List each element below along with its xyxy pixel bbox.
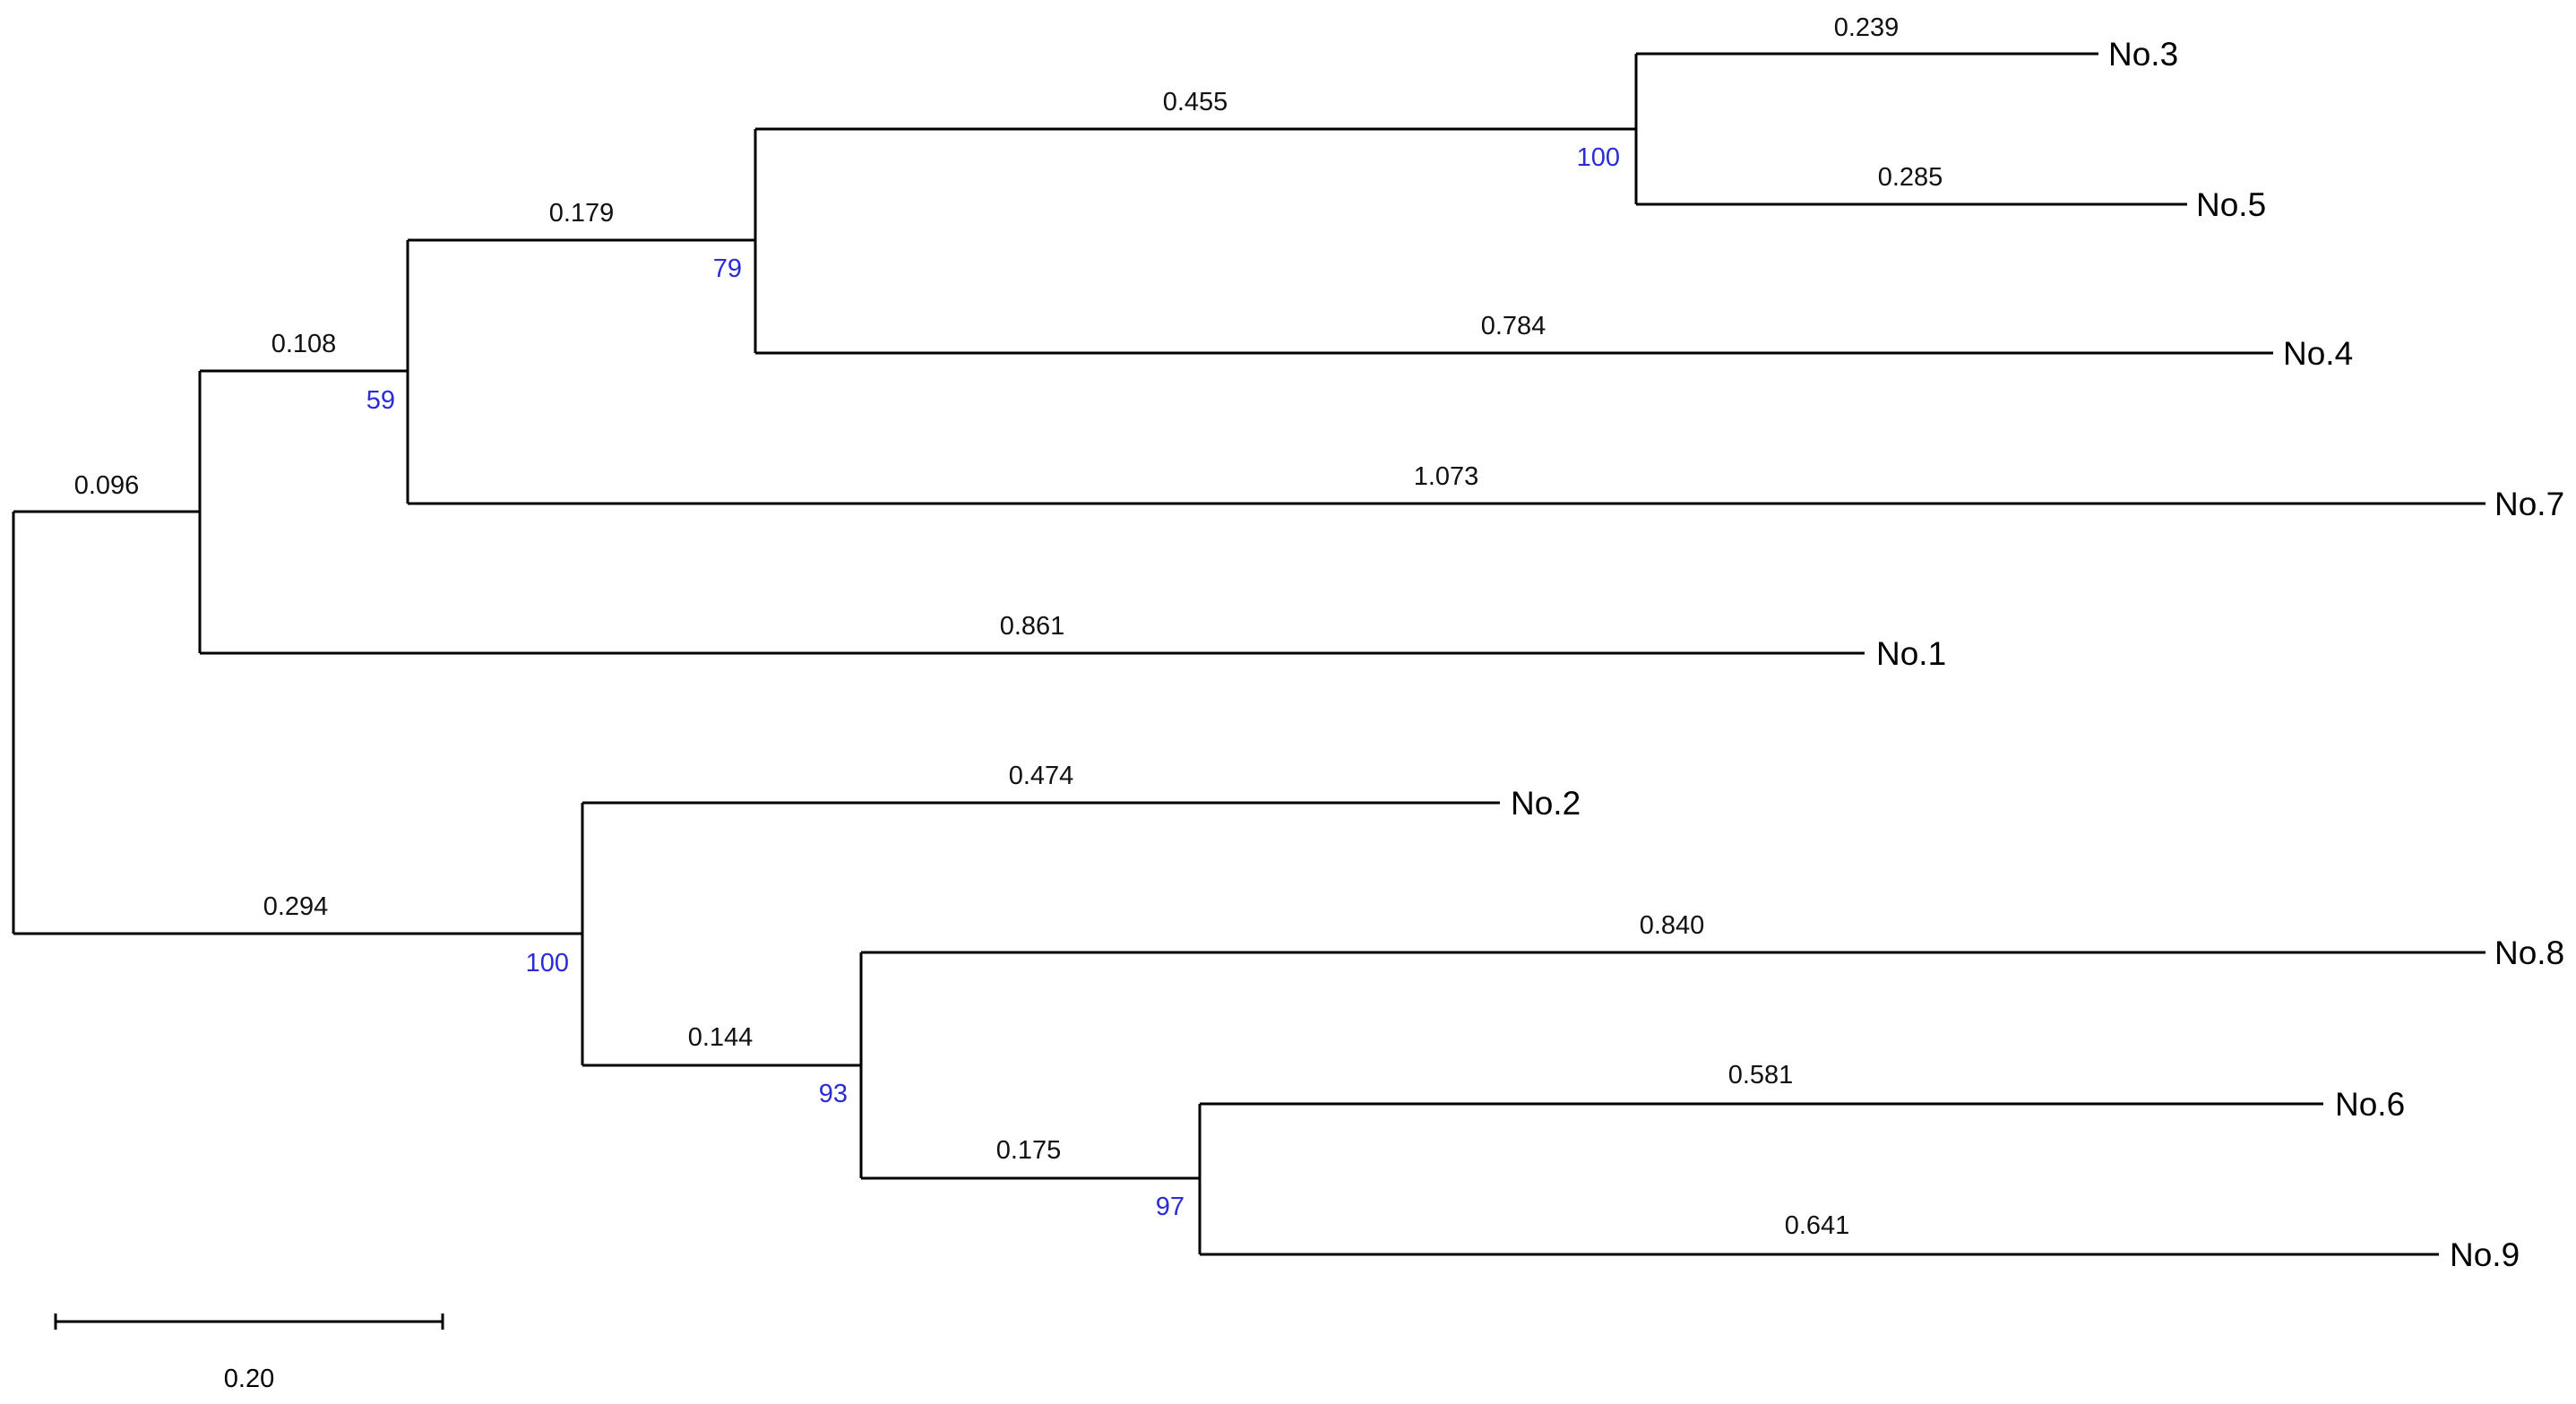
leaf-label-no5: No.5 xyxy=(2196,186,2266,223)
bootstrap-node-e: 93 xyxy=(819,1080,848,1108)
branch-length-no1: 0.861 xyxy=(1000,612,1065,641)
branch-length-node-c: 0.455 xyxy=(1163,88,1228,116)
leaf-label-no8: No.8 xyxy=(2494,935,2564,971)
leaf-label-no1: No.1 xyxy=(1876,635,1946,672)
bootstrap-node-a: 59 xyxy=(366,386,395,415)
scale-bar: 0.20 xyxy=(54,1314,444,1393)
branch-length-labels: 0.096 0.108 0.179 0.455 0.239 0.285 0.78… xyxy=(74,13,1943,1240)
branch-length-root-bottom: 0.294 xyxy=(263,892,329,921)
scale-bar-label: 0.20 xyxy=(224,1365,274,1393)
branch-length-no4: 0.784 xyxy=(1481,312,1546,340)
branch-length-node-e: 0.144 xyxy=(688,1023,754,1052)
bootstrap-labels: 100 79 59 100 93 97 xyxy=(366,143,1620,1221)
leaf-label-no9: No.9 xyxy=(2450,1236,2520,1273)
branch-length-no8: 0.840 xyxy=(1640,911,1705,940)
branch-length-no9: 0.641 xyxy=(1785,1211,1850,1240)
branch-length-node-a: 0.108 xyxy=(271,330,337,358)
branch-length-no3: 0.239 xyxy=(1834,13,1900,42)
bootstrap-node-c: 100 xyxy=(1577,143,1620,172)
leaf-label-no3: No.3 xyxy=(2108,36,2178,73)
bootstrap-node-d: 100 xyxy=(526,949,569,978)
tree-branches xyxy=(12,52,2486,1256)
branch-length-no7: 1.073 xyxy=(1414,462,1479,491)
branch-length-node-f: 0.175 xyxy=(996,1136,1062,1165)
leaf-label-no4: No.4 xyxy=(2283,335,2353,372)
branch-length-root-top: 0.096 xyxy=(74,471,140,500)
branch-length-node-b: 0.179 xyxy=(549,199,615,228)
branch-length-no5: 0.285 xyxy=(1878,163,1943,192)
branch-length-no6: 0.581 xyxy=(1728,1061,1794,1090)
branch-length-no2: 0.474 xyxy=(1009,762,1074,790)
leaf-label-no2: No.2 xyxy=(1511,785,1581,822)
leaf-label-no7: No.7 xyxy=(2494,486,2564,522)
bootstrap-node-b: 79 xyxy=(713,254,742,283)
leaf-label-no6: No.6 xyxy=(2335,1086,2405,1123)
leaf-labels: No.3 No.5 No.4 No.7 No.1 No.2 No.8 No.6 … xyxy=(1511,36,2564,1273)
bootstrap-node-f: 97 xyxy=(1156,1193,1185,1221)
